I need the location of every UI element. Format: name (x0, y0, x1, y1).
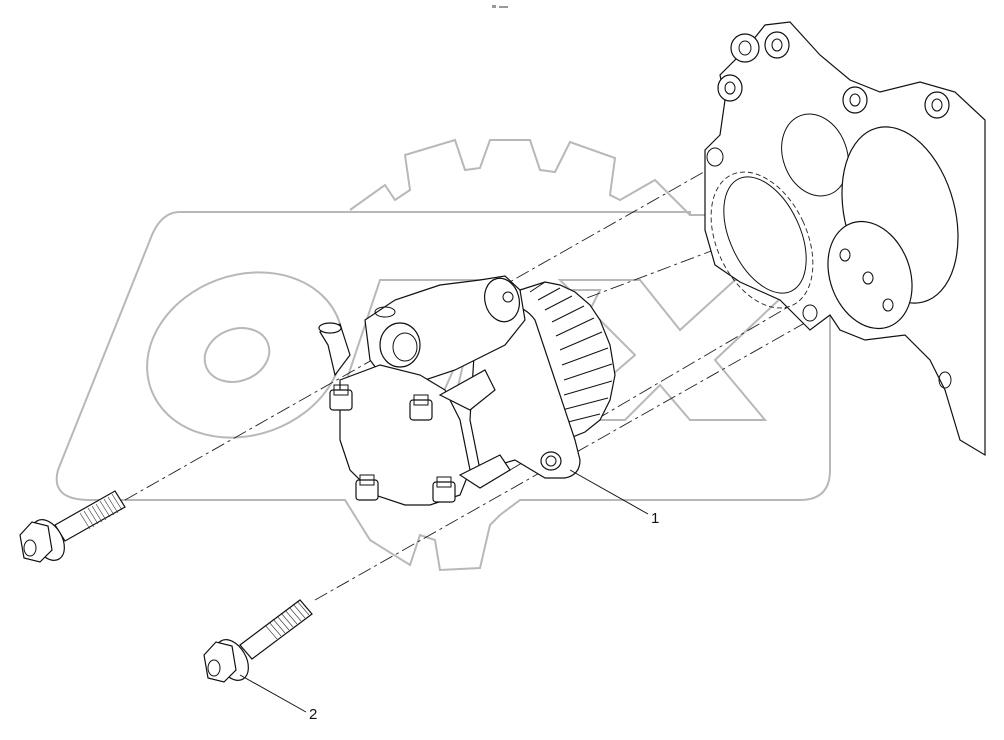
leader-line-2 (239, 674, 307, 713)
flange-bolt-lower (203, 599, 313, 683)
callout-2: 2 (309, 706, 318, 723)
engine-housing (704, 21, 986, 457)
top-mark (492, 5, 510, 9)
leader-line-1 (569, 469, 649, 515)
flange-bolt-upper (19, 490, 126, 563)
callout-1: 1 (651, 510, 660, 527)
pump-assembly (318, 275, 616, 506)
